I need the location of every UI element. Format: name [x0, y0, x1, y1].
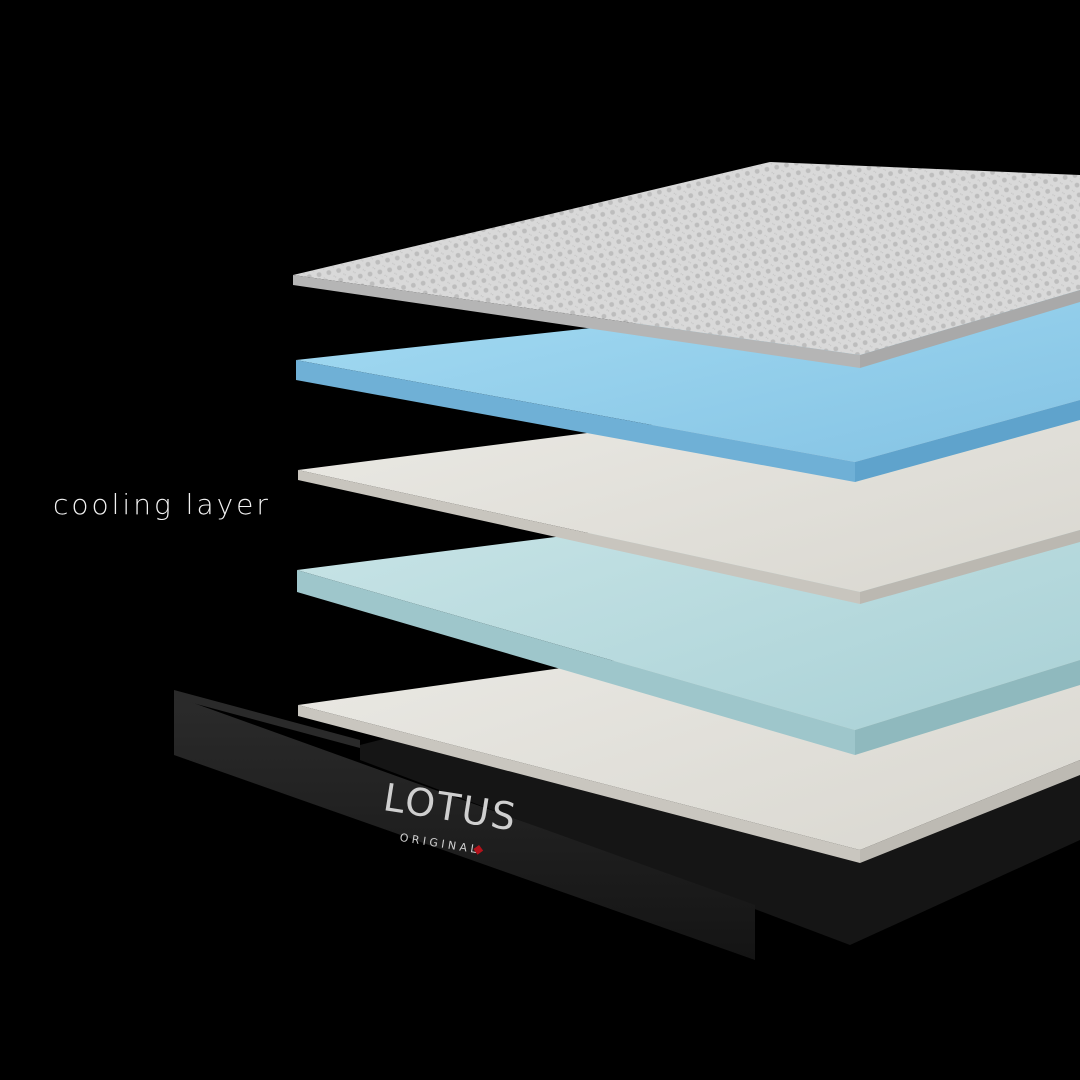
knit-cover-layer	[293, 162, 1080, 368]
layer-callout-label: cooling layer	[53, 488, 271, 521]
lotus-accent-icon	[473, 844, 484, 855]
base-band	[174, 696, 755, 960]
